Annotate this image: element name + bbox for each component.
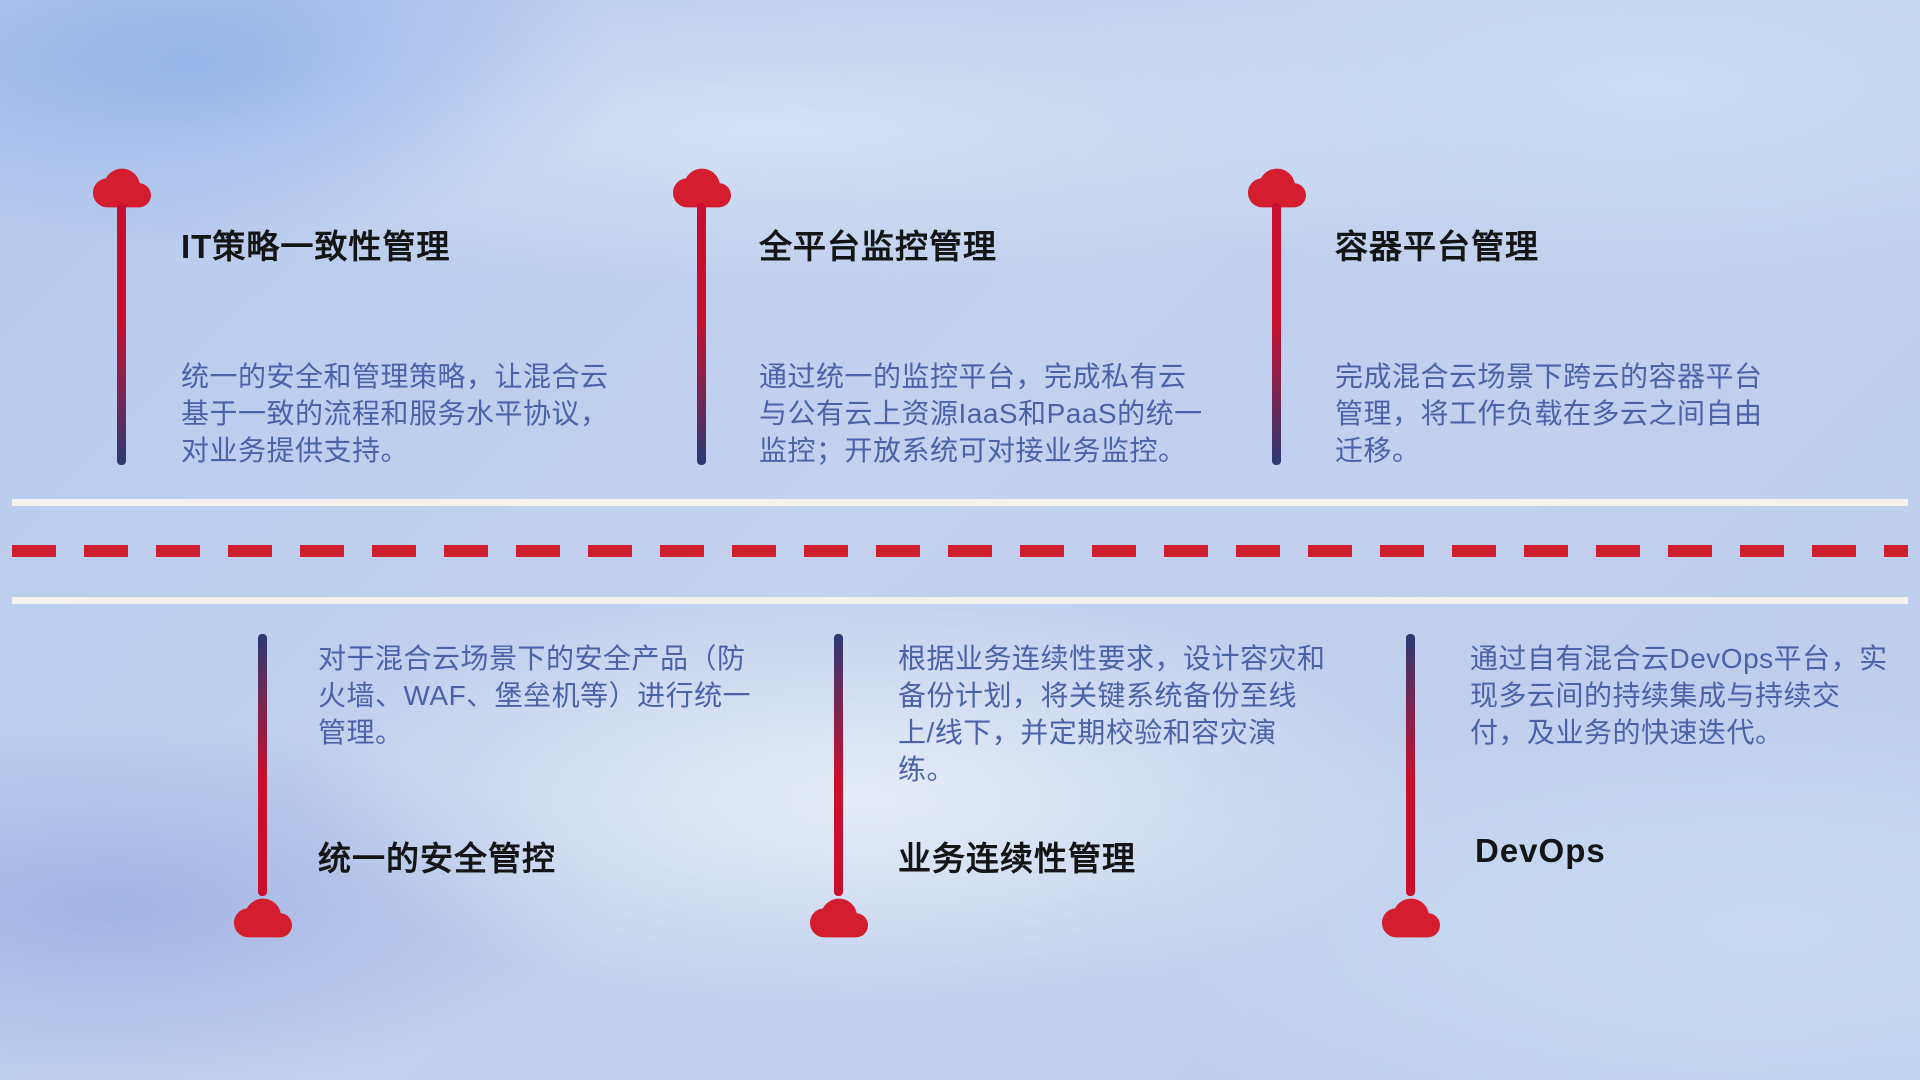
road-line-top [12, 499, 1908, 506]
cloud-shape [1382, 898, 1440, 938]
item-description: 完成混合云场景下跨云的容器平台管理，将工作负载在多云之间自由迁移。 [1335, 361, 1763, 466]
item-description: 通过自有混合云DevOps平台，实现多云间的持续集成与持续交付，及业务的快速迭代… [1470, 643, 1888, 748]
cloud-icon [234, 898, 292, 938]
cloud-icon [810, 898, 868, 938]
cloud-icon [1248, 168, 1306, 208]
cloud-shape [673, 168, 731, 208]
connector-line [834, 634, 843, 896]
cloud-shape [810, 898, 868, 938]
item-description: 对于混合云场景下的安全产品（防火墙、WAF、堡垒机等）进行统一管理。 [318, 643, 752, 748]
connector-line [258, 634, 267, 896]
cloud-icon [1382, 898, 1440, 938]
item-title: IT策略一致性管理 [181, 228, 451, 265]
item-title: 全平台监控管理 [759, 228, 997, 265]
connector-line [697, 203, 706, 465]
item-title: DevOps [1475, 832, 1606, 869]
item-title: 容器平台管理 [1335, 228, 1539, 265]
item-description: 根据业务连续性要求，设计容灾和备份计划，将关键系统备份至线上/线下，并定期校验和… [898, 643, 1326, 785]
item-title: 业务连续性管理 [898, 840, 1136, 877]
connector-line [117, 203, 126, 465]
item-description: 统一的安全和管理策略，让混合云基于一致的流程和服务水平协议，对业务提供支持。 [181, 361, 609, 466]
road-dashed-line [12, 545, 1908, 557]
connector-line [1272, 203, 1281, 465]
cloud-icon [673, 168, 731, 208]
cloud-shape [234, 898, 292, 938]
road-line-bottom [12, 597, 1908, 604]
connector-line [1406, 634, 1415, 896]
cloud-shape [93, 168, 151, 208]
item-description: 通过统一的监控平台，完成私有云与公有云上资源IaaS和PaaS的统一监控；开放系… [759, 361, 1203, 466]
item-title: 统一的安全管控 [318, 840, 556, 877]
cloud-shape [1248, 168, 1306, 208]
cloud-icon [93, 168, 151, 208]
